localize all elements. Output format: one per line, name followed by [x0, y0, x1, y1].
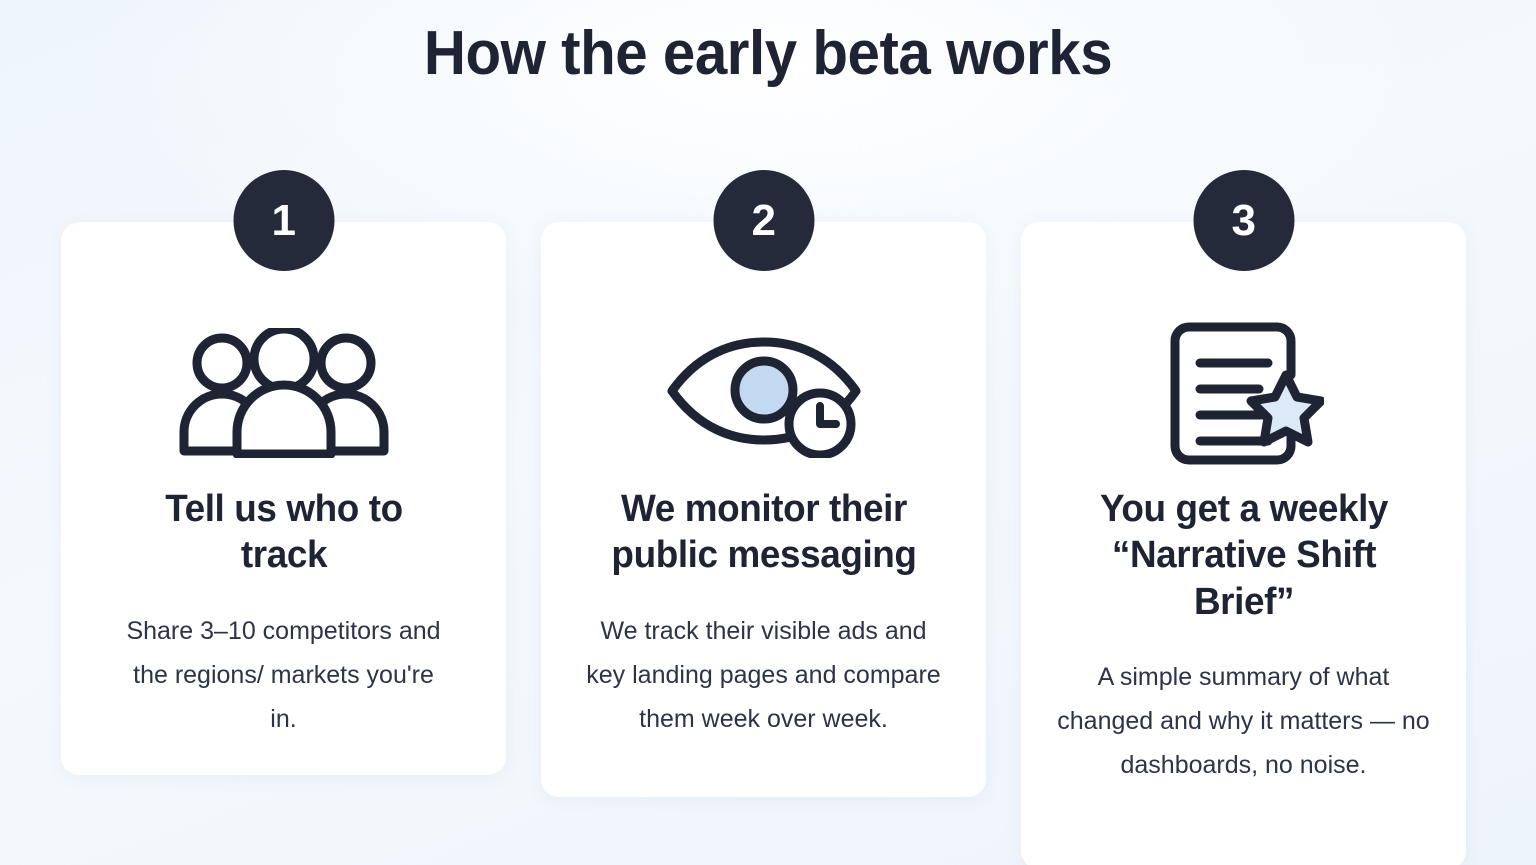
step-badge-2: 2 [713, 170, 814, 271]
eye-clock-icon [567, 318, 960, 468]
document-star-icon [1047, 318, 1440, 468]
steps-container: 1 Tell us who to track Share 3–10 compet… [61, 170, 1475, 865]
step-badge-3: 3 [1193, 170, 1294, 271]
people-group-icon [87, 318, 480, 468]
step-number-1: 1 [271, 195, 296, 245]
page-title: How the early beta works [423, 19, 1113, 88]
step-card-1: 1 Tell us who to track Share 3–10 compet… [61, 170, 506, 775]
step-title-1: Tell us who to track [164, 488, 403, 577]
step-card-2: 2 We monitor their public messaging We t… [541, 170, 986, 797]
step-badge-1: 1 [233, 170, 334, 271]
step-card-3: 3 You get a weekly “Narrative Shift Brie… [1021, 170, 1466, 865]
step-number-2: 2 [751, 195, 776, 245]
step-body-3: A simple summary of what changed and why… [1057, 663, 1430, 780]
step-body-1: Share 3–10 competitors and the regions/ … [126, 616, 441, 733]
step-title-3: You get a weekly “Narrative Shift Brief” [1099, 488, 1388, 623]
step-number-3: 3 [1231, 195, 1256, 245]
step-body-2: We track their visible ads and key landi… [586, 616, 941, 733]
step-title-2: We monitor their public messaging [610, 488, 917, 577]
